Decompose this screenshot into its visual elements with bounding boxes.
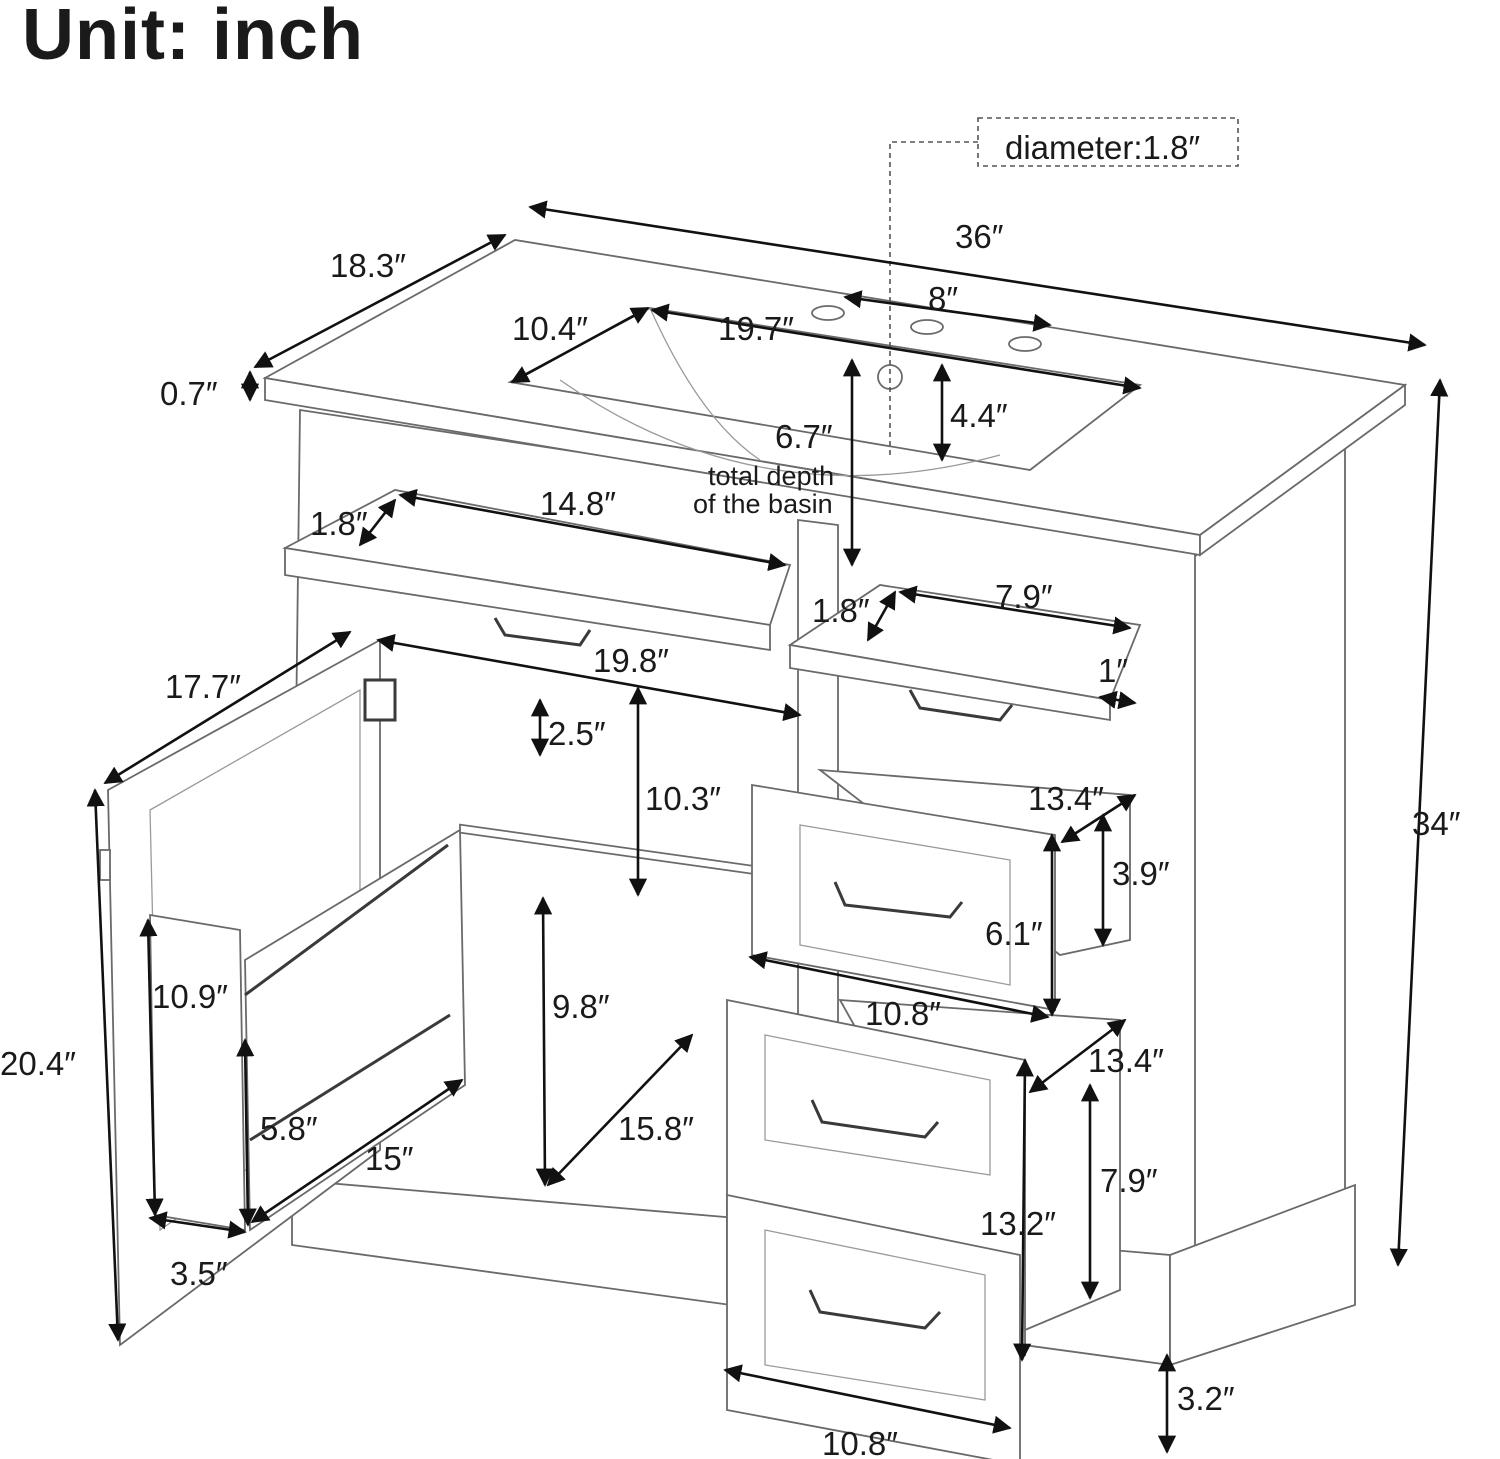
dim-7-9-lower: 7.9″: [1100, 1162, 1158, 1199]
door-hinge: [363, 678, 397, 722]
dim-10-8-lower: 10.8″: [822, 1425, 898, 1459]
door-latch: [99, 849, 111, 881]
arrow-15: [250, 1078, 464, 1224]
dim-15-8: 15.8″: [618, 1110, 694, 1147]
arrow-13-4-lower: [1028, 1018, 1127, 1094]
arrow-19-7: [650, 303, 1142, 395]
overflow-hole: [877, 364, 903, 390]
arrow-10-9: [139, 918, 164, 1217]
dim-17-7: 17.7″: [165, 668, 241, 705]
arrow-9-8: [534, 896, 554, 1187]
lower-drawer-handle: [810, 1099, 940, 1139]
dim-36: 36″: [955, 218, 1004, 255]
door-storage-rack: [149, 913, 246, 1232]
dim-13-4-lower: 13.4″: [1088, 1042, 1164, 1079]
diameter-leader: [889, 141, 978, 455]
dim-10-4: 10.4″: [512, 310, 588, 347]
arrow-13-2: [1013, 1058, 1034, 1362]
faucet-hole-left: [811, 305, 845, 321]
dim-3-9: 3.9″: [1112, 855, 1170, 892]
door-rack-bar-upper: [244, 843, 449, 997]
arrow-10-8-lower: [723, 1364, 1012, 1434]
dim-5-8: 5.8″: [260, 1110, 318, 1147]
dim-10-3: 10.3″: [645, 780, 721, 817]
vanity-illustration: [99, 239, 1408, 1459]
dim-19-8: 19.8″: [593, 642, 669, 679]
dim-10-9: 10.9″: [152, 978, 228, 1015]
dim-10-8-upper: 10.8″: [865, 995, 941, 1032]
arrow-20-4: [86, 788, 127, 1342]
bottom-drawer-handle: [808, 1289, 942, 1330]
dim-34: 34″: [1412, 805, 1461, 842]
lower-drawer-front-inset-top: [764, 1034, 991, 1176]
diameter-note-box: [977, 117, 1239, 167]
arrow-34: [1389, 378, 1449, 1267]
arrow-19-8: [376, 633, 802, 722]
arrow-14-8: [398, 488, 787, 572]
dim-19-7: 19.7″: [718, 310, 794, 347]
arrow-7-9: [898, 585, 1132, 635]
unit-title: Unit: inch: [22, 0, 364, 75]
cabinet-base-side: [1169, 1183, 1356, 1367]
dim-1-8-left: 1.8″: [310, 505, 368, 542]
arrow-36: [528, 200, 1427, 352]
arrow-1: [1098, 690, 1137, 710]
dim-13-2: 13.2″: [980, 1205, 1056, 1242]
dim-6-7: 6.7″: [775, 418, 833, 455]
arrow-1-8-left: [358, 498, 397, 547]
faucet-hole-center: [910, 319, 944, 335]
arrow-17-7: [103, 630, 352, 785]
upper-drawer-handle: [833, 881, 964, 919]
arrow-18-3: [253, 233, 507, 369]
dim-8: 8″: [928, 280, 958, 317]
cabinet-side-panel: [1189, 438, 1346, 1292]
basin-note-line2: of the basin: [693, 489, 833, 519]
dim-7-9: 7.9″: [995, 578, 1053, 615]
dim-2-5: 2.5″: [548, 715, 606, 752]
right-tray-handle: [908, 689, 1014, 722]
diameter-note: diameter:1.8″: [1005, 129, 1200, 166]
dim-20-4: 20.4″: [0, 1045, 76, 1082]
dim-13-4-upper: 13.4″: [1028, 780, 1104, 817]
arrow-3-5: [148, 1211, 247, 1239]
arrow-10-4: [510, 306, 650, 384]
basin-note-line1: total depth: [708, 461, 834, 491]
dim-1: 1″: [1098, 652, 1128, 689]
arrow-10-8-upper: [748, 951, 1050, 1023]
dim-3-2: 3.2″: [1177, 1380, 1235, 1417]
arrow-15-8: [546, 1033, 694, 1187]
dim-18-3: 18.3″: [330, 247, 406, 284]
dim-15: 15″: [365, 1140, 414, 1177]
dim-14-8: 14.8″: [540, 485, 616, 522]
arrow-1-8-right: [866, 590, 897, 642]
dim-0-7: 0.7″: [160, 375, 218, 412]
dim-3-5: 3.5″: [170, 1255, 228, 1292]
dim-4-4: 4.4″: [950, 397, 1008, 434]
dimension-arrows: [86, 200, 1449, 1454]
faucet-hole-right: [1008, 336, 1042, 352]
arrow-5-8: [236, 1038, 257, 1227]
dim-9-8: 9.8″: [552, 988, 610, 1025]
dim-6-1: 6.1″: [985, 915, 1043, 952]
dim-1-8-right: 1.8″: [812, 592, 870, 629]
